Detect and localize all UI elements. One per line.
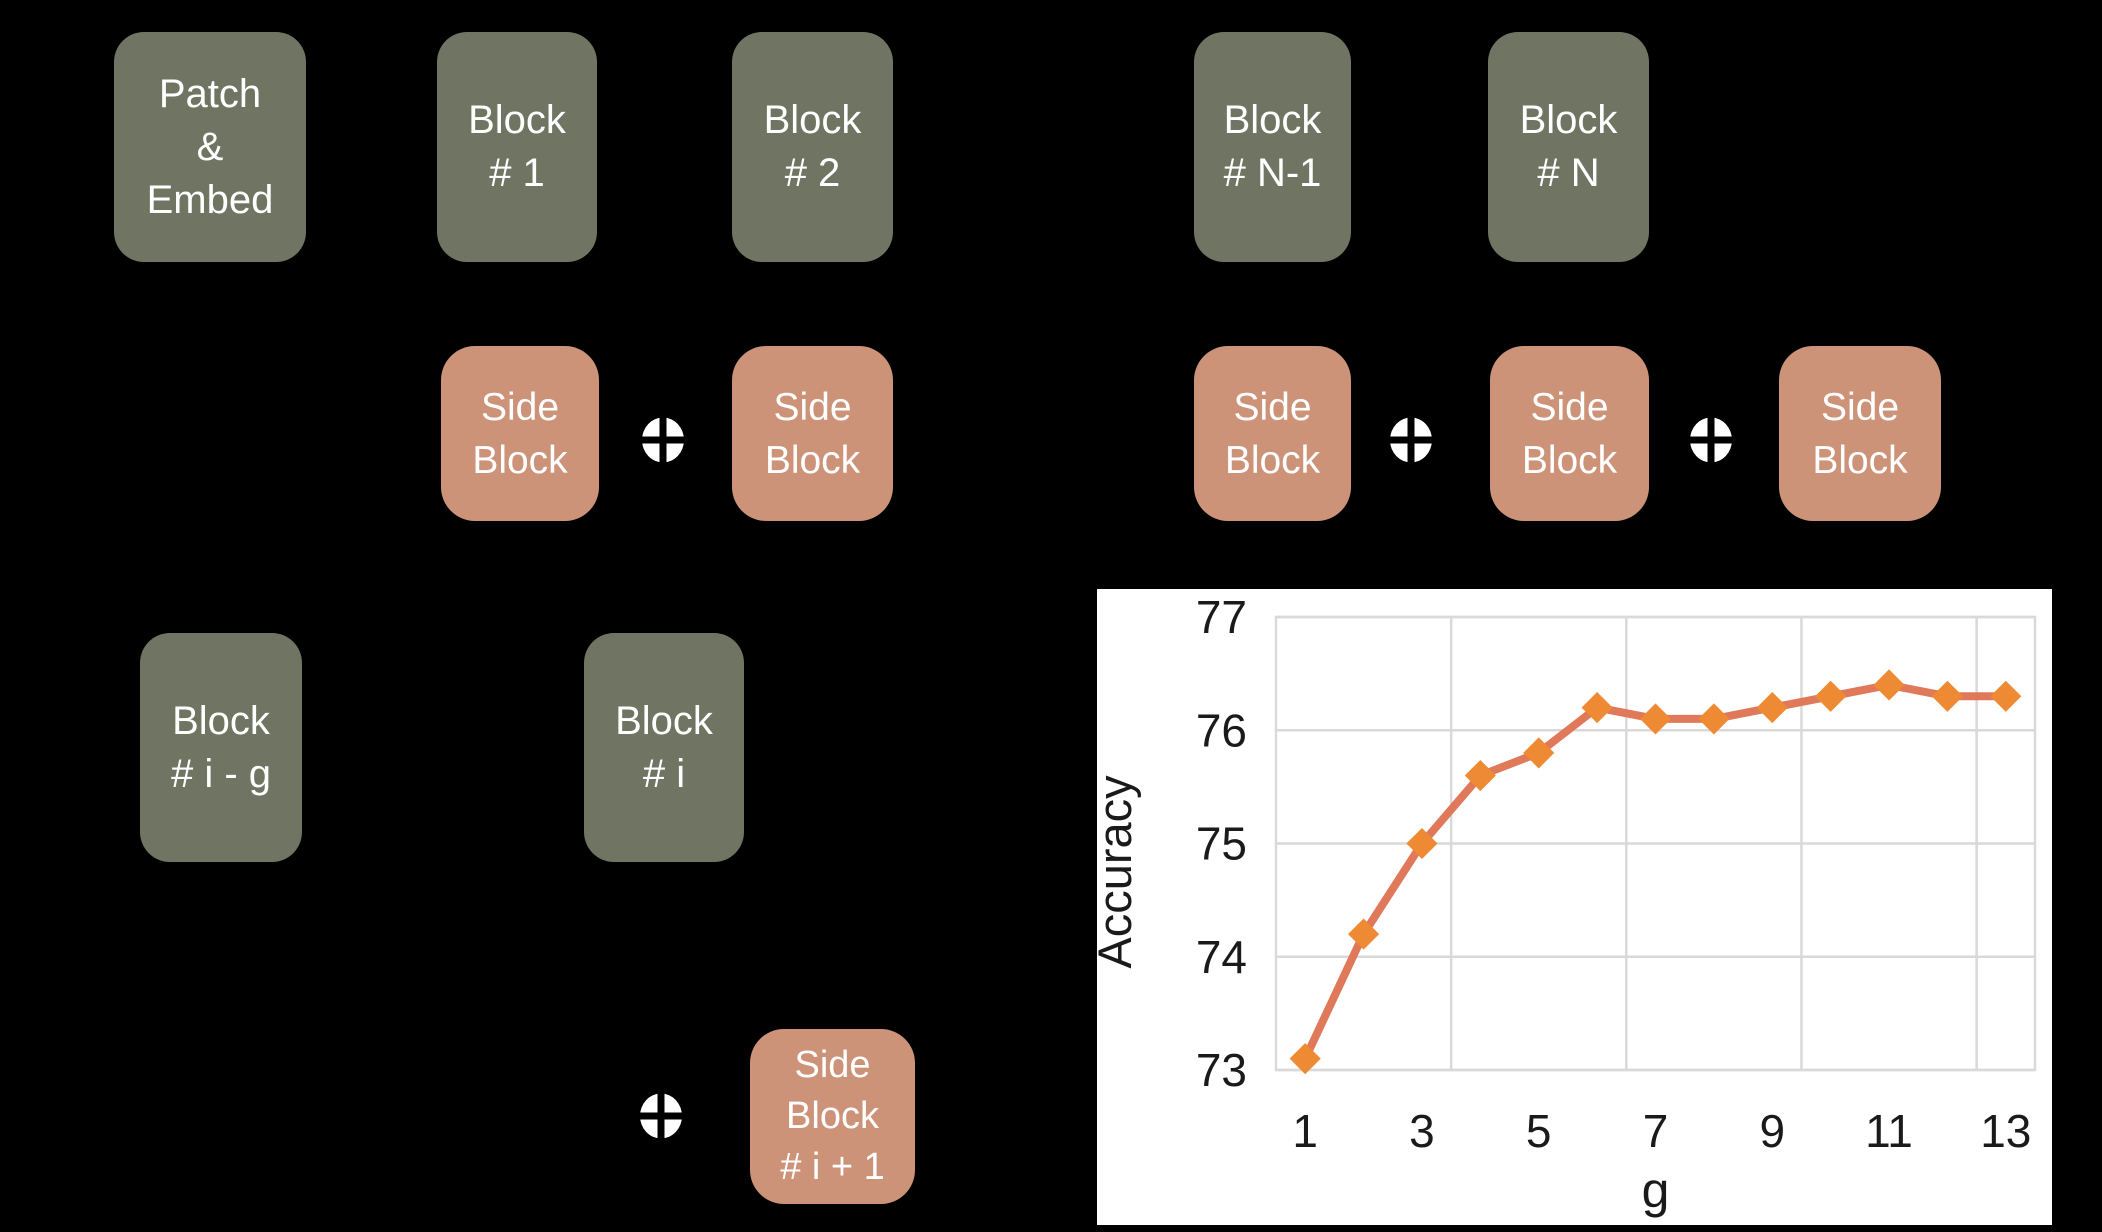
block-label-line: # 1 [489,151,545,195]
block-label-line: Block [763,98,862,142]
x-tick-label: 11 [1865,1105,1913,1157]
block-label-line: Side [1530,385,1609,429]
data-marker [1815,680,1847,712]
block-label-line: # N [1537,151,1600,195]
side-block-1: Side Block [441,346,599,521]
patch-embed-block: Patch & Embed [114,32,306,262]
block-label-line: Block [786,1095,879,1137]
block-i: Block # i [584,633,744,862]
block-label-line: Side [480,385,560,429]
x-tick-label: 9 [1759,1105,1785,1157]
block-label-line: # i + 1 [780,1146,885,1188]
block-label-line: # 2 [784,151,841,195]
block-label-line: Block [1223,98,1322,142]
block-label-line: Side [794,1044,871,1086]
y-axis-title: Accuracy [1097,775,1141,969]
data-marker [1990,680,2022,712]
side-block-n-1: Side Block [1194,346,1351,521]
block-2: Block # 2 [732,32,893,262]
side-block-n: Side Block [1490,346,1649,521]
block-n-1: Block # N-1 [1194,32,1351,262]
block-label-line: Side [773,385,852,429]
x-tick-label: 1 [1292,1105,1318,1157]
data-marker [1523,737,1555,769]
block-label-line: Patch [158,71,262,116]
side-block-i-plus-1: Side Block # i + 1 [750,1029,915,1204]
side-block-2: Side Block [732,346,893,521]
y-tick-label: 76 [1196,704,1247,756]
data-marker [1289,1043,1321,1075]
block-label-line: Block [1519,98,1618,142]
block-n: Block # N [1488,32,1649,262]
y-tick-label: 73 [1196,1044,1247,1096]
y-tick-label: 74 [1196,931,1247,983]
block-label-line: Side [1820,385,1900,429]
x-tick-label: 7 [1643,1105,1669,1157]
block-label-line: Embed [146,177,274,222]
circled-plus-icon [639,1093,683,1139]
plot-border [1274,615,2037,1072]
x-tick-label: 3 [1409,1105,1435,1157]
block-label-line: Block [472,438,568,482]
block-label-line: # i - g [170,751,272,796]
block-label-line: Block [764,438,861,482]
block-label-line: Block [1812,438,1908,482]
block-label-line: Block [172,698,270,743]
x-axis-title: g [1642,1162,1670,1218]
block-label-line: & [196,124,224,169]
block-label-line: Block [468,98,566,142]
block-label-line: Block [1521,438,1618,482]
block-label-line: Block [615,698,713,743]
data-marker [1756,692,1788,724]
circled-plus-icon [641,417,685,463]
circled-plus-icon [1389,417,1433,463]
x-tick-label: 5 [1526,1105,1552,1157]
y-tick-label: 77 [1196,591,1247,643]
block-label-line: Block [1224,438,1321,482]
block-label-line: # N-1 [1223,151,1322,195]
y-tick-label: 75 [1196,818,1247,870]
block-label-line: Side [1233,385,1312,429]
side-block-after-n: Side Block [1779,346,1941,521]
block-i-minus-g: Block # i - g [140,633,302,862]
block-label-line: # i [642,751,686,796]
circled-plus-icon [1689,417,1733,463]
block-1: Block # 1 [437,32,597,262]
x-tick-label: 13 [1980,1105,2031,1157]
